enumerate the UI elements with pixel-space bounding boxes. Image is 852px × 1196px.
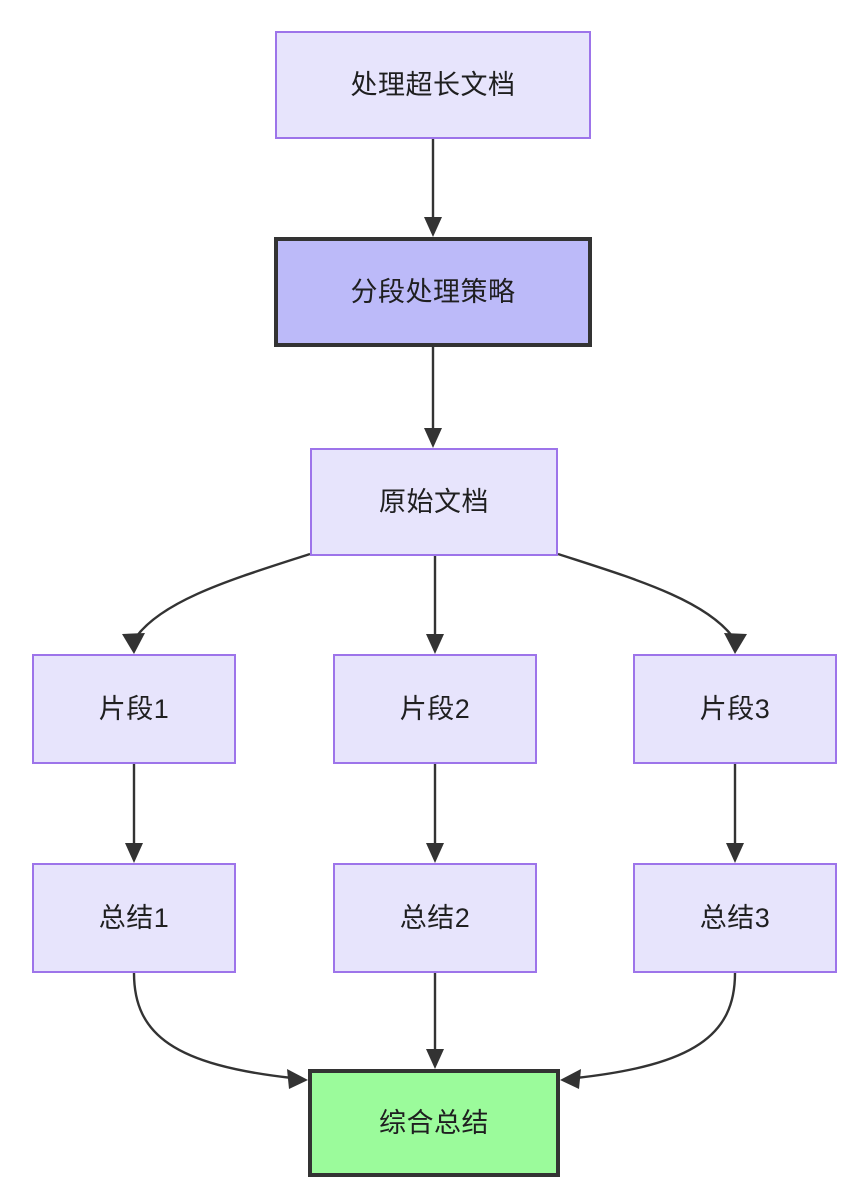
node-summary-3[interactable]: 总结3 bbox=[633, 863, 837, 973]
node-label: 总结1 bbox=[98, 902, 170, 933]
node-label: 处理超长文档 bbox=[350, 69, 516, 100]
edge-process-to-strategy bbox=[424, 139, 442, 237]
node-chunk-2[interactable]: 片段2 bbox=[333, 654, 537, 764]
edge-chunk2-to-summary2 bbox=[426, 764, 444, 863]
node-process-long-document[interactable]: 处理超长文档 bbox=[275, 31, 591, 139]
edge-strategy-to-source bbox=[424, 347, 442, 448]
node-label: 总结2 bbox=[399, 902, 471, 933]
edge-summary1-to-final bbox=[132, 972, 308, 1089]
edge-source-to-chunk1 bbox=[122, 552, 311, 654]
node-final-summary[interactable]: 综合总结 bbox=[308, 1069, 560, 1177]
node-original-document[interactable]: 原始文档 bbox=[310, 448, 558, 556]
edge-chunk3-to-summary3 bbox=[726, 764, 744, 863]
node-label: 分段处理策略 bbox=[350, 276, 516, 307]
edge-chunk1-to-summary1 bbox=[125, 764, 143, 863]
node-label: 原始文档 bbox=[379, 486, 489, 517]
node-chunk-1[interactable]: 片段1 bbox=[32, 654, 236, 764]
node-label: 片段1 bbox=[98, 693, 170, 724]
node-label: 综合总结 bbox=[379, 1107, 489, 1138]
node-label: 总结3 bbox=[699, 902, 771, 933]
node-label: 片段2 bbox=[399, 693, 471, 724]
edge-source-to-chunk3 bbox=[557, 552, 747, 654]
node-label: 片段3 bbox=[699, 693, 771, 724]
node-chunk-3[interactable]: 片段3 bbox=[633, 654, 837, 764]
edge-summary3-to-final bbox=[560, 972, 737, 1089]
edge-source-to-chunk2 bbox=[426, 556, 444, 654]
edge-summary2-to-final bbox=[426, 973, 444, 1069]
node-summary-2[interactable]: 总结2 bbox=[333, 863, 537, 973]
node-summary-1[interactable]: 总结1 bbox=[32, 863, 236, 973]
node-chunking-strategy[interactable]: 分段处理策略 bbox=[274, 237, 592, 347]
